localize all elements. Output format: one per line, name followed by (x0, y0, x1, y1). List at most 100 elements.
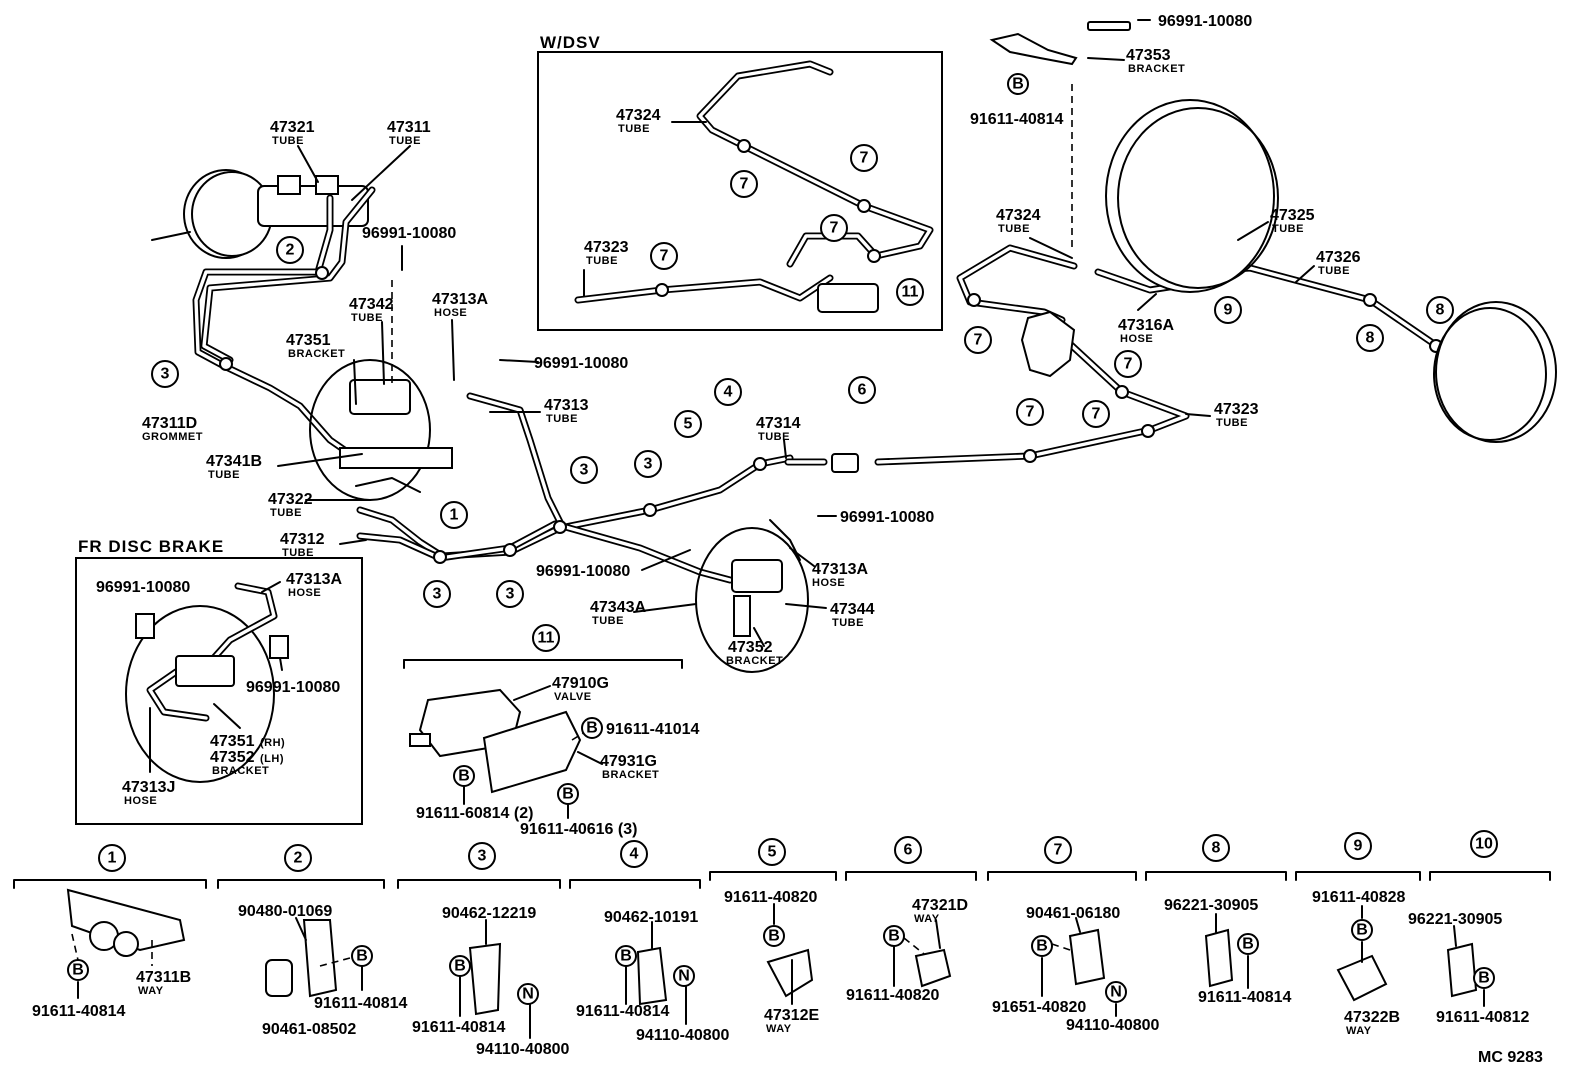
callout-7[interactable]: 7 (650, 242, 678, 270)
svg-text:7: 7 (1054, 842, 1063, 859)
svg-text:8: 8 (1212, 840, 1221, 857)
b-marker: B (557, 783, 579, 805)
kit-callout-3[interactable]: 3 (468, 842, 496, 870)
valve-assembly-11 (403, 659, 683, 794)
label-k10-91611: 91611-40812 (1436, 1009, 1530, 1026)
b-marker: B (453, 765, 475, 787)
label-k6-47321D: 47321D (912, 897, 968, 914)
callout-9[interactable]: 9 (1214, 296, 1242, 324)
label-47341B: 47341B (206, 453, 262, 470)
label-fr-47352-side: (LH) (260, 753, 284, 765)
label-fr-47351-side: (RH) (260, 737, 285, 749)
label-k10-96221: 96221-30905 (1408, 911, 1502, 928)
b-marker: B (1007, 73, 1029, 95)
kit-callout-2[interactable]: 2 (284, 844, 312, 872)
callout-7[interactable]: 7 (1016, 398, 1044, 426)
label-47342-type: TUBE (351, 312, 383, 324)
n-marker: N (673, 965, 695, 987)
callout-3[interactable]: 3 (634, 450, 662, 478)
callout-2[interactable]: 2 (276, 236, 304, 264)
label-clip-96991-d: 96991-10080 (536, 563, 630, 580)
label-k2-90461: 90461-08502 (262, 1021, 356, 1038)
svg-text:N: N (1110, 984, 1122, 1001)
label-47352-type: BRACKET (726, 655, 783, 667)
label-47314: 47314 (756, 415, 801, 432)
label-47312-type: TUBE (282, 547, 314, 559)
callout-4[interactable]: 4 (714, 378, 742, 406)
label-47322: 47322 (268, 491, 313, 508)
label-bolt-91611-41014: 91611-41014 (606, 721, 700, 738)
label-47312: 47312 (280, 531, 325, 548)
label-dsv-47323-type: TUBE (586, 255, 618, 267)
label-k1-47311B: 47311B (136, 969, 191, 986)
kit-callout-10[interactable]: 10 (1470, 830, 1498, 858)
callout-3[interactable]: 3 (151, 360, 179, 388)
label-k3-91611: 91611-40814 (412, 1019, 506, 1036)
label-47351: 47351 (286, 332, 331, 349)
label-47344-type: TUBE (832, 617, 864, 629)
b-marker: B (615, 945, 637, 967)
label-k3-94110: 94110-40800 (476, 1041, 570, 1058)
label-fr-47352: 47352 (210, 749, 255, 766)
label-47314-type: TUBE (758, 431, 790, 443)
label-k5-91611: 91611-40820 (724, 889, 818, 906)
callout-11[interactable]: 11 (896, 278, 924, 306)
svg-text:B: B (888, 928, 900, 945)
kit-callout-8[interactable]: 8 (1202, 834, 1230, 862)
callout-7[interactable]: 7 (1114, 350, 1142, 378)
svg-text:9: 9 (1354, 838, 1363, 855)
svg-text:3: 3 (433, 586, 442, 603)
svg-text:11: 11 (902, 284, 919, 301)
callout-5[interactable]: 5 (674, 410, 702, 438)
callout-3[interactable]: 3 (423, 580, 451, 608)
kit-callout-1[interactable]: 1 (98, 844, 126, 872)
callout-7[interactable]: 7 (820, 214, 848, 242)
callout-7[interactable]: 7 (1082, 400, 1110, 428)
label-47353-type: BRACKET (1128, 63, 1185, 75)
svg-text:6: 6 (904, 842, 913, 859)
svg-text:B: B (1356, 922, 1368, 939)
rear-brake-drum-right (1433, 301, 1557, 443)
label-k1-bolt: 91611-40814 (32, 1003, 126, 1020)
n-marker: N (517, 983, 539, 1005)
svg-text:2: 2 (294, 850, 303, 867)
callout-6[interactable]: 6 (848, 376, 876, 404)
label-47910G-type: VALVE (554, 691, 592, 703)
label-bolt-91611-60814: 91611-60814 (2) (416, 805, 533, 822)
svg-text:N: N (678, 968, 690, 985)
label-dsv-47323: 47323 (584, 239, 629, 256)
label-47313-type: TUBE (546, 413, 578, 425)
label-k1-way: WAY (138, 985, 164, 997)
callout-circles: 2 3 1 3 3 3 3 5 4 6 7 7 7 7 9 8 8 7 7 7 … (98, 144, 1498, 872)
label-47931G-type: BRACKET (602, 769, 659, 781)
fr-disc-brake-section-title: FR DISC BRAKE (78, 537, 224, 556)
svg-text:B: B (1242, 936, 1254, 953)
callout-7[interactable]: 7 (850, 144, 878, 172)
callout-3[interactable]: 3 (496, 580, 524, 608)
kit-callout-5[interactable]: 5 (758, 838, 786, 866)
rear-axle-housing (1020, 310, 1076, 378)
callout-3[interactable]: 3 (570, 456, 598, 484)
callout-11[interactable]: 11 (532, 624, 560, 652)
svg-text:6: 6 (858, 382, 867, 399)
wheel-cylinder-valve (831, 453, 859, 473)
callout-8[interactable]: 8 (1356, 324, 1384, 352)
label-47316A-type: HOSE (1120, 333, 1153, 345)
callout-7[interactable]: 7 (964, 326, 992, 354)
svg-text:B: B (586, 720, 598, 737)
callout-8[interactable]: 8 (1426, 296, 1454, 324)
label-fr-bracket-type: BRACKET (212, 765, 269, 777)
kit-callout-7[interactable]: 7 (1044, 836, 1072, 864)
svg-text:B: B (72, 962, 84, 979)
label-47325: 47325 (1270, 207, 1315, 224)
label-47311D-type: GROMMET (142, 431, 203, 443)
wdsv-tube-network (574, 60, 934, 304)
kit-callout-9[interactable]: 9 (1344, 832, 1372, 860)
callout-1[interactable]: 1 (440, 501, 468, 529)
kit-callout-4[interactable]: 4 (620, 840, 648, 868)
label-47313A-2-type: HOSE (812, 577, 845, 589)
kit-callout-6[interactable]: 6 (894, 836, 922, 864)
label-r-47324-type: TUBE (998, 223, 1030, 235)
label-clip-96991-b: 96991-10080 (534, 355, 628, 372)
callout-7[interactable]: 7 (730, 170, 758, 198)
